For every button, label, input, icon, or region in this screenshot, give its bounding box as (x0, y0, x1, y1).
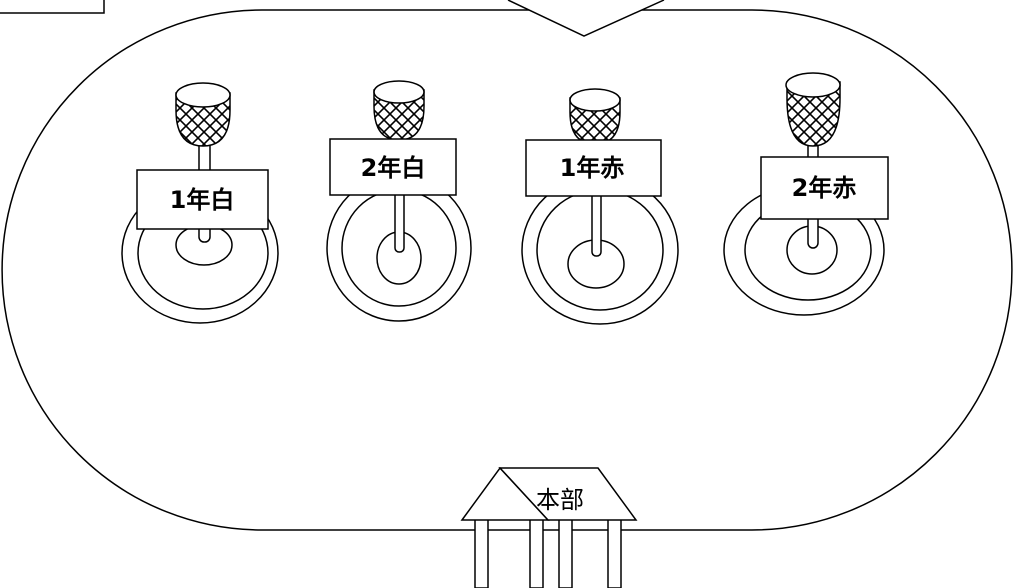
tent-leg (529, 516, 544, 588)
flag-cup-rim (569, 88, 621, 112)
tent-leg (474, 516, 489, 588)
flag-cup-rim (785, 72, 841, 98)
flag-cup-rim (373, 80, 425, 104)
headquarters-label: 本部 (536, 486, 584, 514)
station-4: 2年赤 (723, 72, 889, 316)
station-label-box (329, 138, 457, 196)
tent-leg (558, 516, 573, 588)
headquarters-tent: 本部 (460, 466, 638, 588)
station-label: 2年白 (361, 154, 426, 182)
flag-cup (175, 92, 231, 147)
station-label-box (136, 169, 269, 230)
tent-roof (498, 467, 638, 521)
tent-leg (607, 516, 622, 588)
station-3: 1年赤 (521, 88, 679, 325)
station-1: 1年白 (121, 82, 279, 324)
top-pointer (507, 0, 665, 37)
station-label: 2年赤 (792, 174, 857, 202)
station-label-box (760, 156, 889, 220)
station-label: 1年赤 (560, 154, 625, 182)
corner-box (0, 0, 105, 14)
station-label: 1年白 (170, 186, 235, 214)
station-label-box (525, 139, 662, 197)
flag-cup-rim (175, 82, 231, 108)
station-2: 2年白 (326, 80, 472, 322)
flag-cup (786, 81, 841, 147)
track-outline (1, 9, 1013, 531)
